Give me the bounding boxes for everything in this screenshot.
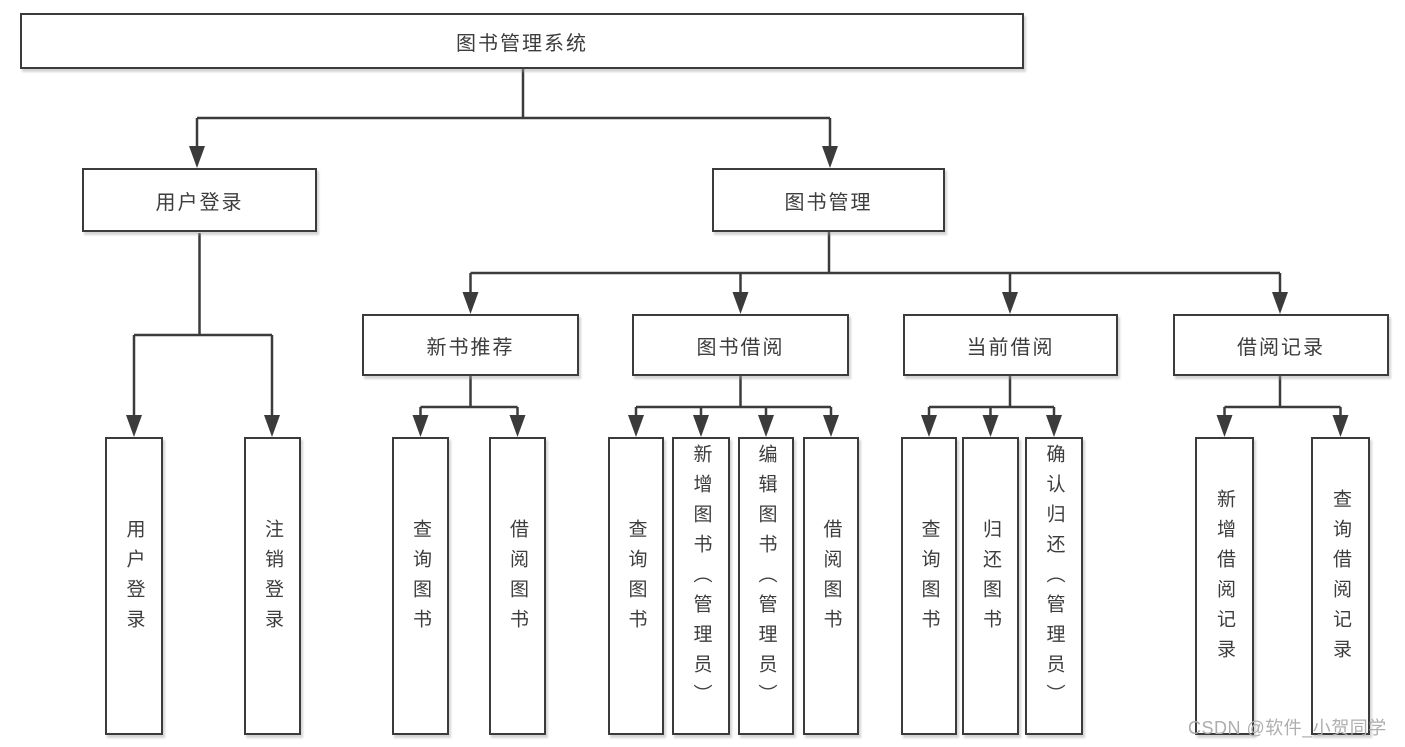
- leaf-records-add-record: 新增借阅记录: [1195, 437, 1254, 735]
- node-label: 新增图书（管理员）: [690, 444, 712, 714]
- connector-current-to-children: [927, 376, 1056, 419]
- connector-newbook-to-children: [419, 376, 519, 419]
- node-current-borrowing: 当前借阅: [903, 314, 1118, 376]
- arrowhead-down-icon: [921, 415, 1062, 437]
- node-label: 新书推荐: [426, 336, 515, 359]
- node-book-management: 图书管理: [712, 168, 945, 232]
- node-label: 新增借阅记录: [1214, 489, 1235, 669]
- connector-root-to-level2: [195, 69, 832, 150]
- node-label: 借阅图书: [507, 519, 528, 639]
- node-label: 编辑图书（管理员）: [755, 444, 777, 714]
- node-label: 借阅图书: [820, 519, 842, 639]
- leaf-records-query-record: 查询借阅记录: [1311, 437, 1370, 735]
- leaf-newbook-query-books: 查询图书: [392, 437, 449, 735]
- leaf-borrowing-query-books: 查询图书: [608, 437, 664, 735]
- arrowhead-down-icon: [1216, 415, 1349, 437]
- node-label: 借阅记录: [1237, 336, 1325, 359]
- node-label: 查询借阅记录: [1330, 489, 1351, 669]
- arrowhead-down-icon: [189, 146, 838, 168]
- leaf-user-login: 用户登录: [105, 437, 163, 735]
- node-label: 用户登录: [155, 191, 244, 214]
- node-book-borrowing: 图书借阅: [632, 314, 849, 376]
- node-book-management-system: 图书管理系统: [20, 13, 1024, 69]
- node-label: 确认归还（管理员）: [1043, 444, 1065, 714]
- leaf-borrowing-borrow-books: 借阅图书: [803, 437, 859, 735]
- node-new-book-recommendation: 新书推荐: [362, 314, 579, 376]
- node-label: 归还图书: [980, 519, 1001, 639]
- connector-userlogin-to-children: [132, 233, 274, 419]
- leaf-current-confirm-return-admin: 确认归还（管理员）: [1025, 437, 1083, 735]
- leaf-logout: 注销登录: [244, 437, 301, 735]
- arrowhead-down-icon: [412, 415, 526, 437]
- node-user-login: 用户登录: [82, 168, 317, 232]
- node-label: 查询图书: [918, 519, 940, 639]
- csdn-watermark: CSDN @软件_小贺同学: [1188, 718, 1387, 738]
- connector-borrow-to-children: [634, 376, 833, 419]
- arrowhead-down-icon: [126, 415, 280, 437]
- node-label: 查询图书: [410, 519, 431, 639]
- node-label: 图书借阅: [696, 336, 785, 359]
- node-borrowing-records: 借阅记录: [1173, 314, 1389, 376]
- node-label: 图书管理: [784, 191, 873, 214]
- leaf-newbook-borrow-books: 借阅图书: [489, 437, 546, 735]
- leaf-current-query-books: 查询图书: [901, 437, 957, 735]
- arrowhead-down-icon: [462, 292, 1288, 314]
- node-label: 用户登录: [123, 519, 145, 639]
- arrowhead-down-icon: [628, 415, 839, 437]
- connector-bookmgmt-to-level3: [469, 232, 1282, 296]
- connector-records-to-children: [1223, 376, 1342, 419]
- node-label: 注销登录: [262, 519, 283, 639]
- node-label: 当前借阅: [966, 336, 1055, 359]
- leaf-borrowing-add-books-admin: 新增图书（管理员）: [672, 437, 730, 735]
- leaf-current-return-books: 归还图书: [962, 437, 1019, 735]
- node-label: 查询图书: [625, 519, 647, 639]
- leaf-borrowing-edit-books-admin: 编辑图书（管理员）: [738, 437, 794, 735]
- node-label: 图书管理系统: [456, 32, 588, 55]
